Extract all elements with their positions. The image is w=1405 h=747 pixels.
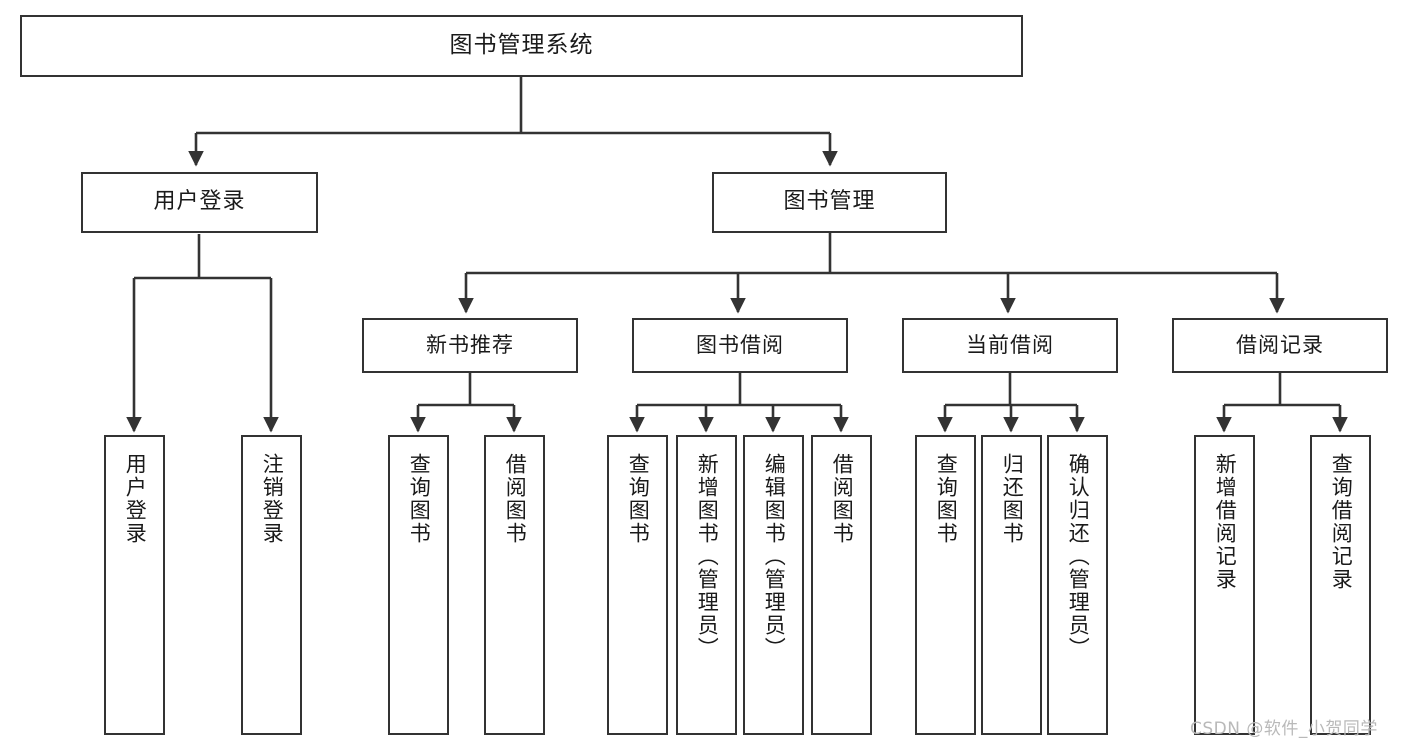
leaf-current-borrow-confirm-return-admin[interactable]: 确认归还（管理员）	[1047, 435, 1108, 735]
leaf-label: 查询图书	[626, 453, 651, 545]
leaf-new-book-borrow-book[interactable]: 借阅图书	[484, 435, 545, 735]
leaf-borrow-record-add-record[interactable]: 新增借阅记录	[1194, 435, 1255, 735]
node-book-borrow-label: 图书借阅	[696, 332, 784, 357]
leaf-label: 查询图书	[934, 453, 959, 545]
leaf-user-login-logout[interactable]: 注销登录	[241, 435, 302, 735]
node-borrow-record-label: 借阅记录	[1236, 332, 1324, 357]
leaf-current-borrow-return-book[interactable]: 归还图书	[981, 435, 1042, 735]
leaf-current-borrow-query-book[interactable]: 查询图书	[915, 435, 976, 735]
node-new-book-recommend[interactable]: 新书推荐	[362, 318, 578, 373]
leaf-label: 编辑图书（管理员）	[762, 453, 787, 660]
leaf-label: 注销登录	[260, 453, 285, 545]
node-book-borrow[interactable]: 图书借阅	[632, 318, 848, 373]
node-current-borrow-label: 当前借阅	[966, 332, 1054, 357]
node-root-label: 图书管理系统	[449, 32, 594, 59]
leaf-label: 新增借阅记录	[1213, 453, 1238, 591]
node-root-book-management-system[interactable]: 图书管理系统	[20, 15, 1023, 77]
node-book-management[interactable]: 图书管理	[712, 172, 947, 233]
leaf-label: 新增图书（管理员）	[695, 453, 720, 660]
leaf-book-borrow-borrow-book[interactable]: 借阅图书	[811, 435, 872, 735]
leaf-label: 借阅图书	[830, 453, 855, 545]
leaf-label: 用户登录	[123, 453, 148, 545]
node-user-login-label: 用户登录	[153, 189, 246, 215]
leaf-new-book-query-book[interactable]: 查询图书	[388, 435, 449, 735]
leaf-book-borrow-edit-book-admin[interactable]: 编辑图书（管理员）	[743, 435, 804, 735]
leaf-label: 借阅图书	[503, 453, 528, 545]
leaf-user-login-login[interactable]: 用户登录	[104, 435, 165, 735]
leaf-label: 确认归还（管理员）	[1066, 453, 1091, 660]
leaf-borrow-record-query-record[interactable]: 查询借阅记录	[1310, 435, 1371, 735]
leaf-book-borrow-add-book-admin[interactable]: 新增图书（管理员）	[676, 435, 737, 735]
node-current-borrow[interactable]: 当前借阅	[902, 318, 1118, 373]
leaf-label: 查询图书	[407, 453, 432, 545]
node-new-book-recommend-label: 新书推荐	[426, 332, 514, 357]
leaf-label: 查询借阅记录	[1329, 453, 1354, 591]
node-book-management-label: 图书管理	[783, 189, 876, 215]
node-user-login[interactable]: 用户登录	[81, 172, 318, 233]
leaf-label: 归还图书	[1000, 453, 1025, 545]
node-borrow-record[interactable]: 借阅记录	[1172, 318, 1388, 373]
leaf-book-borrow-query-book[interactable]: 查询图书	[607, 435, 668, 735]
